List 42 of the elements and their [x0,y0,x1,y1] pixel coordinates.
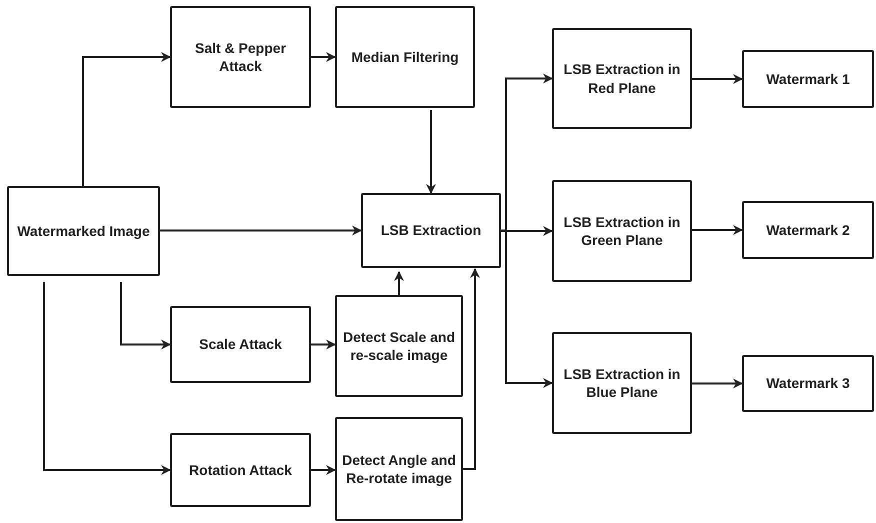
box-label: LSB Extraction [380,221,482,240]
box-label: LSB Extraction in Red Plane [562,60,682,97]
arrow [692,225,743,235]
box-label: Watermark 3 [766,374,850,393]
box-label: LSB Extraction in Green Plane [562,212,682,250]
arrow [501,226,553,236]
arrow [43,282,171,475]
arrow [692,378,743,388]
box-label: Median Filtering [351,48,459,66]
arrow [160,226,362,236]
box-label: Detect Angle and Re-rotate image [341,450,457,488]
process-box [742,50,874,108]
box-label: Salt & Pepper Attack [194,38,288,76]
arrow [311,52,336,62]
arrow [120,282,171,350]
box-label: Watermarked Image [17,222,150,240]
process-box [335,295,463,397]
process-box [552,28,692,129]
arrow [394,271,404,295]
box-label: Rotation Attack [189,460,292,480]
box-label: LSB Extraction in Blue Plane [562,364,682,402]
process-box [742,201,874,259]
box-label: Scale Attack [199,335,282,354]
process-box [335,417,463,521]
process-box [7,186,160,276]
process-box [170,433,311,507]
arrow [463,268,480,470]
process-box [361,193,501,268]
arrow [426,110,436,194]
process-box [552,180,692,282]
box-label: Watermark 2 [766,220,850,240]
process-box [170,306,311,383]
arrow [311,340,336,350]
process-box [742,355,874,412]
arrow [311,465,336,475]
process-box [170,6,311,108]
box-label: Detect Scale and re-scale image [342,328,456,364]
process-box [335,6,475,108]
arrow [692,74,743,84]
process-box [552,332,692,434]
box-label: Watermark 1 [766,70,850,88]
arrow [82,52,171,186]
